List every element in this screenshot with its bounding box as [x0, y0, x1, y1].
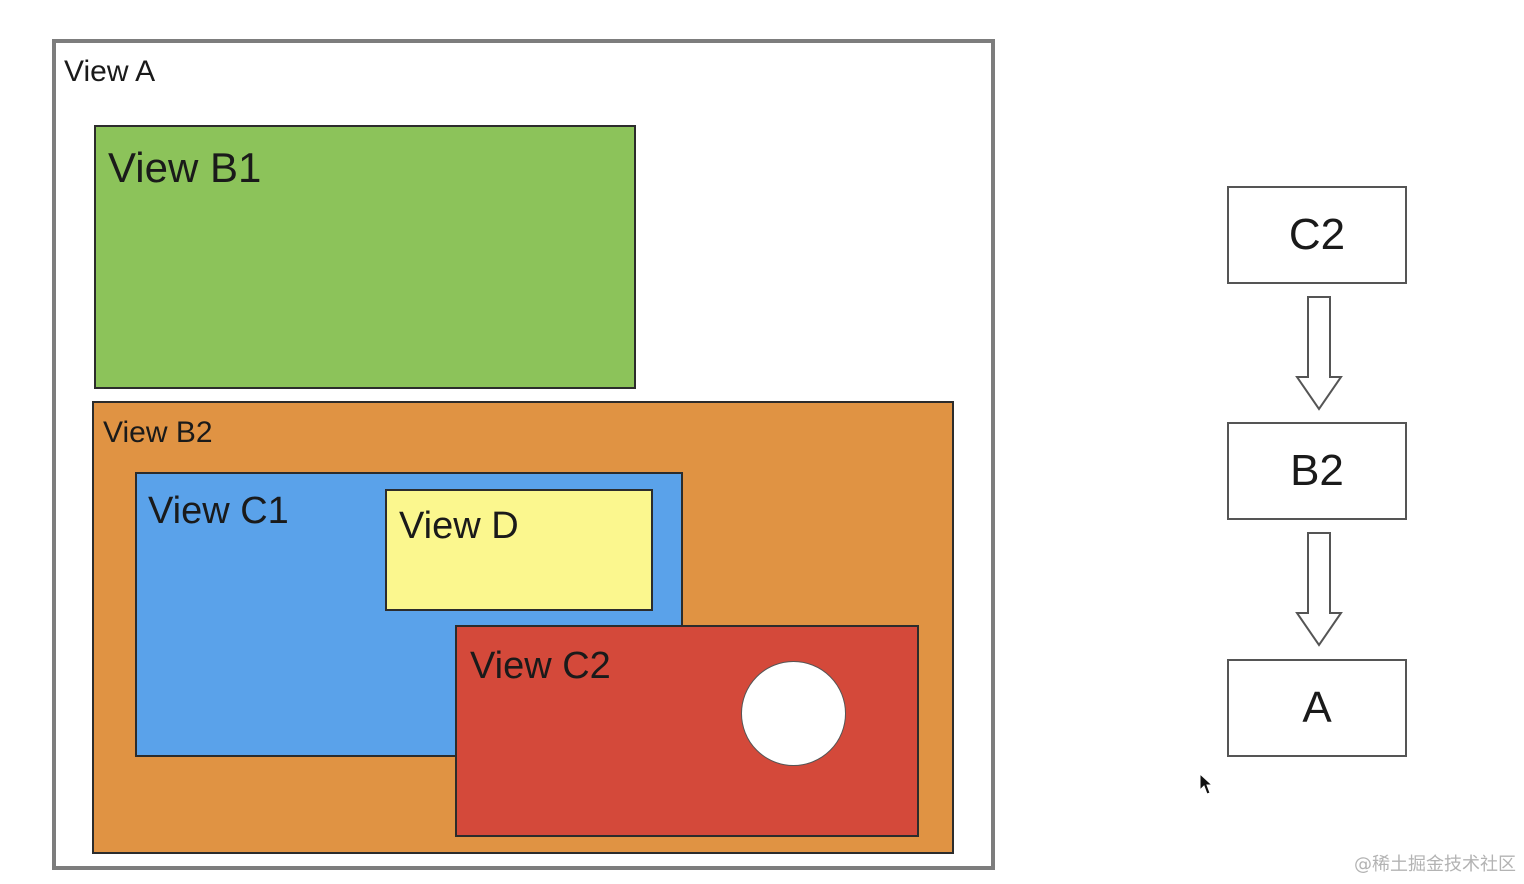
down-arrow-icon: [1295, 532, 1343, 647]
view-c2-label: View C2: [470, 645, 611, 687]
chain-node-a: A: [1227, 659, 1407, 757]
view-b1-label: View B1: [108, 144, 262, 191]
view-d-box: View D: [385, 489, 653, 611]
view-b1-box: View B1: [94, 125, 636, 389]
chain-node-a-label: A: [1302, 683, 1332, 732]
view-a-label: View A: [64, 55, 156, 88]
watermark-text: @稀土掘金技术社区: [1354, 854, 1516, 875]
down-arrow-icon: [1295, 296, 1343, 411]
chain-node-c2-label: C2: [1288, 210, 1346, 259]
view-d-label: View D: [399, 505, 519, 547]
view-b2-label: View B2: [103, 416, 213, 449]
view-c2-box: View C2: [455, 625, 919, 837]
chain-node-c2: C2: [1227, 186, 1407, 284]
mouse-cursor-icon: [1199, 773, 1214, 795]
view-c1-label: View C1: [148, 490, 289, 532]
chain-node-b2-label: B2: [1290, 446, 1344, 495]
touch-circle[interactable]: [741, 661, 846, 766]
chain-node-b2: B2: [1227, 422, 1407, 520]
